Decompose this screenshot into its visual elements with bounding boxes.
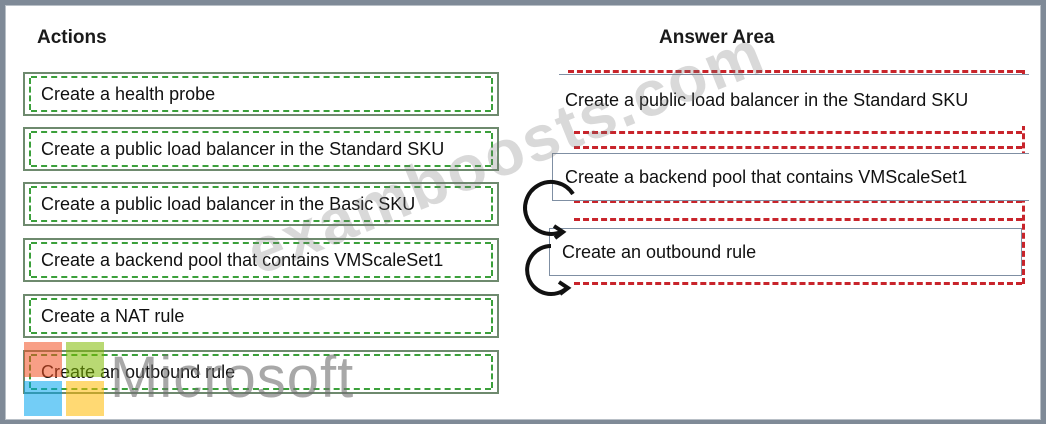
answer-area-heading: Answer Area: [659, 27, 775, 48]
answer-item-label: Create an outbound rule: [562, 241, 757, 262]
answer-item-outbound-rule[interactable]: Create an outbound rule: [549, 228, 1022, 276]
action-item-label: Create a NAT rule: [41, 305, 185, 326]
answer-slot-border: [568, 70, 1022, 73]
answer-item-backend-pool[interactable]: Create a backend pool that contains VMSc…: [552, 153, 1029, 201]
answer-slot-border: [574, 131, 1022, 134]
action-item-nat-rule[interactable]: Create a NAT rule: [23, 294, 499, 338]
answer-slot-border: [574, 218, 1022, 221]
answer-slot-border: [574, 146, 1022, 149]
action-item-label: Create a public load balancer in the Sta…: [41, 138, 445, 159]
logo-square-green: [66, 342, 104, 377]
answer-item-label: Create a backend pool that contains VMSc…: [565, 166, 968, 187]
drag-drop-question: Actions Answer Area Create a health prob…: [5, 5, 1041, 420]
action-item-label: Create a public load balancer in the Bas…: [41, 193, 416, 214]
move-up-icon[interactable]: [521, 176, 585, 242]
microsoft-logo: [24, 342, 108, 418]
logo-square-red: [24, 342, 62, 377]
action-item-standard-lb[interactable]: Create a public load balancer in the Sta…: [23, 127, 499, 171]
action-item-backend-pool[interactable]: Create a backend pool that contains VMSc…: [23, 238, 499, 282]
move-down-icon[interactable]: [521, 242, 585, 302]
action-item-health-probe[interactable]: Create a health probe: [23, 72, 499, 116]
action-item-basic-lb[interactable]: Create a public load balancer in the Bas…: [23, 182, 499, 226]
actions-heading: Actions: [37, 27, 107, 48]
answer-item-label: Create a public load balancer in the Sta…: [565, 90, 969, 110]
microsoft-logo-text: Microsoft: [110, 345, 355, 410]
action-item-label: Create a backend pool that contains VMSc…: [41, 249, 444, 270]
answer-slot-border: [574, 282, 1022, 285]
answer-slot-border: [574, 200, 1022, 203]
action-item-label: Create a health probe: [41, 83, 216, 104]
answer-item-standard-lb[interactable]: Create a public load balancer in the Sta…: [559, 74, 1029, 126]
logo-square-yellow: [66, 381, 104, 416]
logo-square-blue: [24, 381, 62, 416]
